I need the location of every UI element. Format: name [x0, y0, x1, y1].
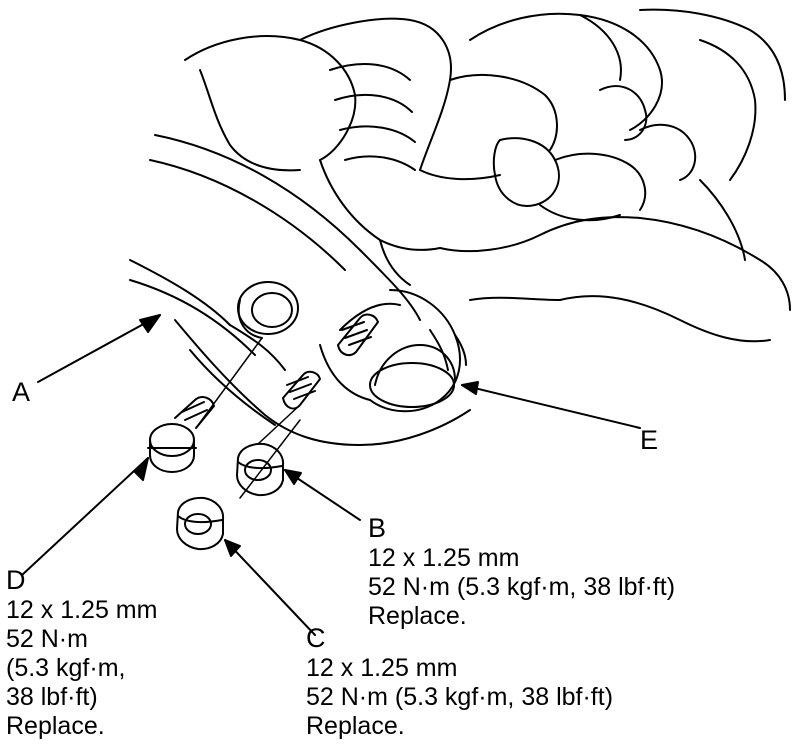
- flange-bolt-d-drawing: [147, 396, 215, 473]
- callout-d-torque-metric: (5.3 kgf·m,: [6, 654, 126, 682]
- nut-c-drawing: [176, 496, 225, 551]
- callout-c-torque: 52 N·m (5.3 kgf·m, 38 lbf·ft): [306, 683, 614, 711]
- callout-b-letter: B: [368, 513, 387, 543]
- lower-arm-drawing: [129, 134, 471, 446]
- leader-e: [461, 384, 641, 429]
- callout-a-letter: A: [12, 377, 31, 407]
- callout-d-note: Replace.: [6, 712, 105, 740]
- leader-d: [21, 457, 149, 576]
- callout-c-spec: 12 x 1.25 mm 52 N·m (5.3 kgf·m, 38 lbf·f…: [306, 654, 613, 741]
- callout-b-note: Replace.: [368, 602, 467, 630]
- callout-d-letter: D: [6, 565, 26, 595]
- callout-e-letter: E: [640, 425, 659, 455]
- upper-knuckle-drawing: [184, 8, 791, 343]
- callout-d-spec: 12 x 1.25 mm 52 N·m (5.3 kgf·m, 38 lbf·f…: [6, 596, 157, 741]
- callout-c-letter: C: [306, 623, 326, 653]
- callout-b-torque: 52 N·m (5.3 kgf·m, 38 lbf·ft): [368, 573, 676, 601]
- callout-d-thread: 12 x 1.25 mm: [6, 596, 158, 624]
- ball-joint-drawing: [319, 289, 467, 413]
- alignment-lines: [195, 337, 301, 499]
- callout-d-torque-imperial: 38 lbf·ft): [6, 683, 98, 711]
- callout-c-note: Replace.: [306, 712, 405, 740]
- callout-c-thread: 12 x 1.25 mm: [306, 654, 458, 682]
- studs-drawing: [282, 313, 379, 410]
- callout-d-torque: 52 N·m: [6, 625, 88, 653]
- leader-lines: [21, 314, 641, 636]
- leader-a: [37, 314, 161, 383]
- bolt-hole-drawing: [237, 281, 299, 339]
- leader-c: [224, 539, 316, 636]
- callout-b-thread: 12 x 1.25 mm: [368, 544, 520, 572]
- callout-b-spec: 12 x 1.25 mm 52 N·m (5.3 kgf·m, 38 lbf·f…: [368, 544, 675, 631]
